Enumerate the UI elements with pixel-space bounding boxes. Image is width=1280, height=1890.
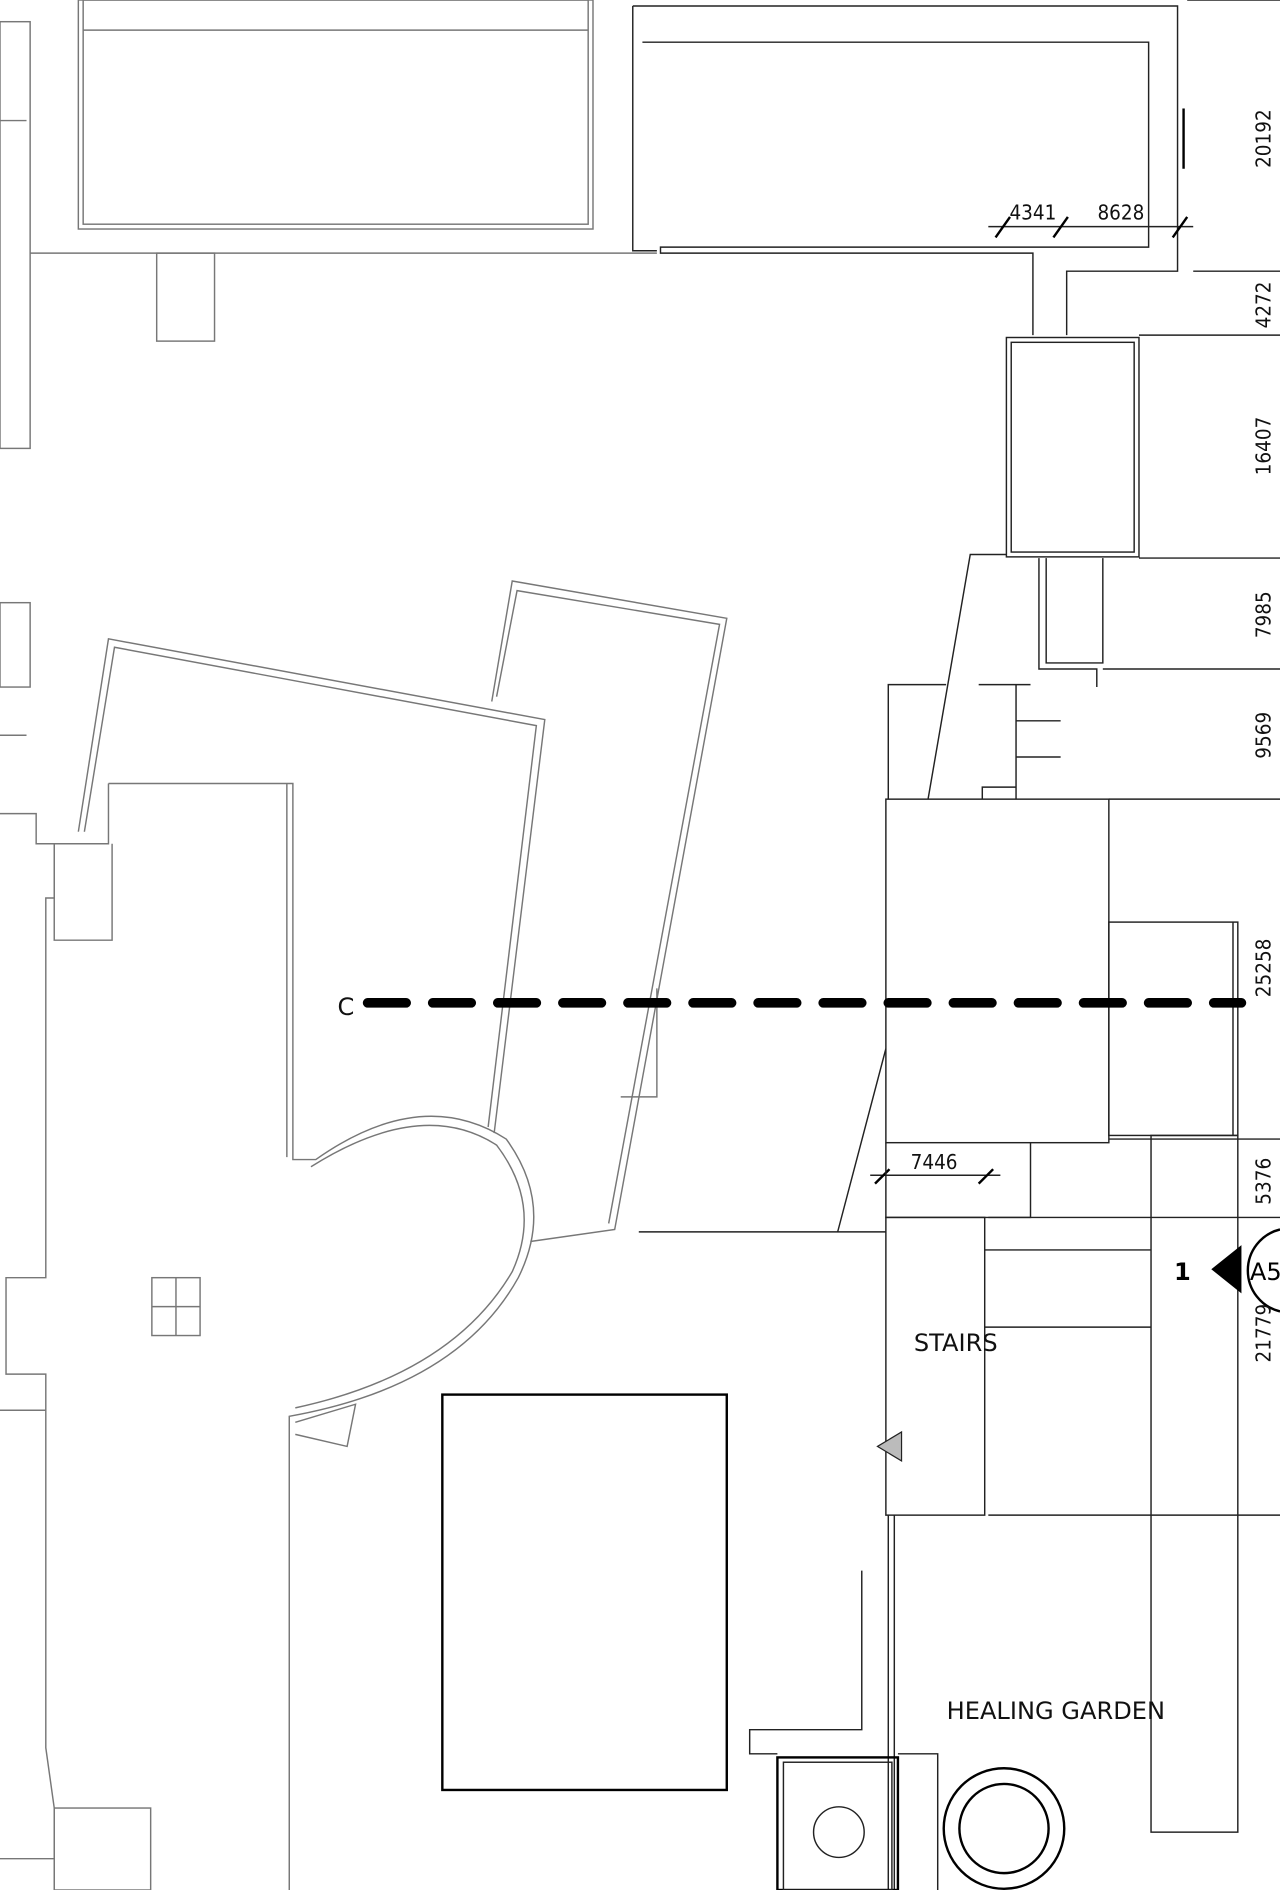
section-line-label: C (337, 993, 354, 1021)
dim-16407: 16407 (1251, 417, 1275, 476)
dim-7446: 7446 (911, 1150, 958, 1174)
dim-25258: 25258 (1251, 939, 1275, 998)
central-blocks (836, 553, 1239, 1833)
section-marker: 1 A5 (1174, 1228, 1280, 1313)
direction-arrow-icon (876, 1430, 903, 1462)
top-right-room (632, 5, 1185, 688)
dim-4272: 4272 (1251, 282, 1275, 329)
section-marker-sheet: A5 (1250, 1258, 1280, 1286)
room-label-healing-garden: HEALING GARDEN (947, 1697, 1165, 1725)
dimension-labels: 4341 8628 7446 20192 4272 16407 7985 956… (911, 109, 1276, 1362)
main-building (0, 782, 886, 1890)
dim-8628: 8628 (1097, 200, 1144, 224)
dim-7985: 7985 (1251, 591, 1275, 638)
dim-4341: 4341 (1009, 200, 1056, 224)
dimension-lines (870, 0, 1280, 1516)
room-label-stairs: STAIRS (914, 1329, 998, 1357)
courtyard-square (441, 1393, 728, 1792)
tilted-wings (77, 580, 728, 1243)
healing-garden: HEALING GARDEN (748, 1515, 1165, 1890)
section-marker-number: 1 (1174, 1258, 1191, 1286)
dim-20192: 20192 (1251, 109, 1275, 168)
section-line-c: C (337, 993, 1247, 1021)
dim-5376: 5376 (1251, 1158, 1275, 1205)
stairs: STAIRS (876, 1216, 1152, 1516)
dim-21779: 21779 (1251, 1304, 1275, 1363)
dim-9569: 9569 (1251, 712, 1275, 759)
top-left-room (0, 0, 657, 736)
